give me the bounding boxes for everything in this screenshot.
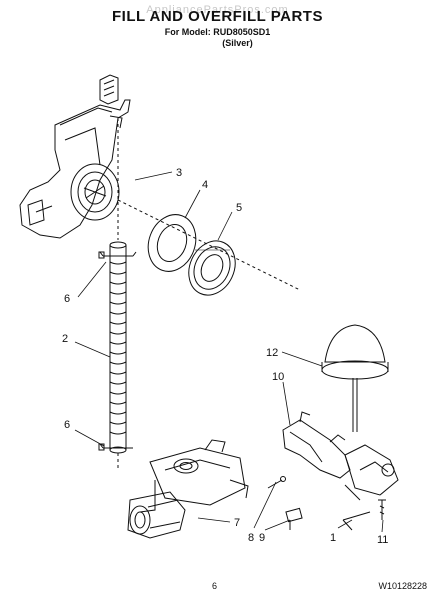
part-hose-clamp-top xyxy=(98,251,137,259)
part-fill-valve xyxy=(127,439,249,539)
callout-5: 5 xyxy=(236,202,242,214)
part-float xyxy=(321,324,389,432)
part-screw-11 xyxy=(378,499,386,520)
callout-8: 8 xyxy=(248,532,254,544)
part-switch-lever xyxy=(342,511,371,531)
part-switch-bracket xyxy=(282,411,351,479)
page-title: FILL AND OVERFILL PARTS xyxy=(112,8,323,25)
callout-6-bottom: 6 xyxy=(64,419,70,431)
callout-10: 10 xyxy=(272,371,284,383)
document-code: W10128228 xyxy=(378,581,427,591)
callout-2: 2 xyxy=(62,333,68,345)
page-number: 6 xyxy=(212,581,218,591)
model-line: For Model: RUD8050SD1 xyxy=(164,27,271,37)
finish-line: (Silver) xyxy=(222,38,253,48)
part-fill-hose xyxy=(109,241,127,470)
watermark-text: AppliancePartsPros.com xyxy=(146,4,289,16)
callout-12: 12 xyxy=(266,347,278,359)
callout-6-top: 6 xyxy=(64,293,70,305)
callout-1: 1 xyxy=(330,532,336,544)
callout-3: 3 xyxy=(176,167,182,179)
leader-lines xyxy=(74,171,384,533)
part-screw-8 xyxy=(267,476,286,489)
part-gasket-ring xyxy=(147,214,197,272)
callout-7: 7 xyxy=(234,517,240,529)
callout-11: 11 xyxy=(377,534,388,546)
part-float-cap xyxy=(188,240,236,296)
callout-9: 9 xyxy=(259,532,265,544)
part-vent-housing xyxy=(19,74,131,239)
part-clip-9 xyxy=(285,507,303,530)
part-switch-housing xyxy=(344,444,399,501)
callout-4: 4 xyxy=(202,179,208,191)
part-hose-clamp-bottom xyxy=(98,443,133,451)
